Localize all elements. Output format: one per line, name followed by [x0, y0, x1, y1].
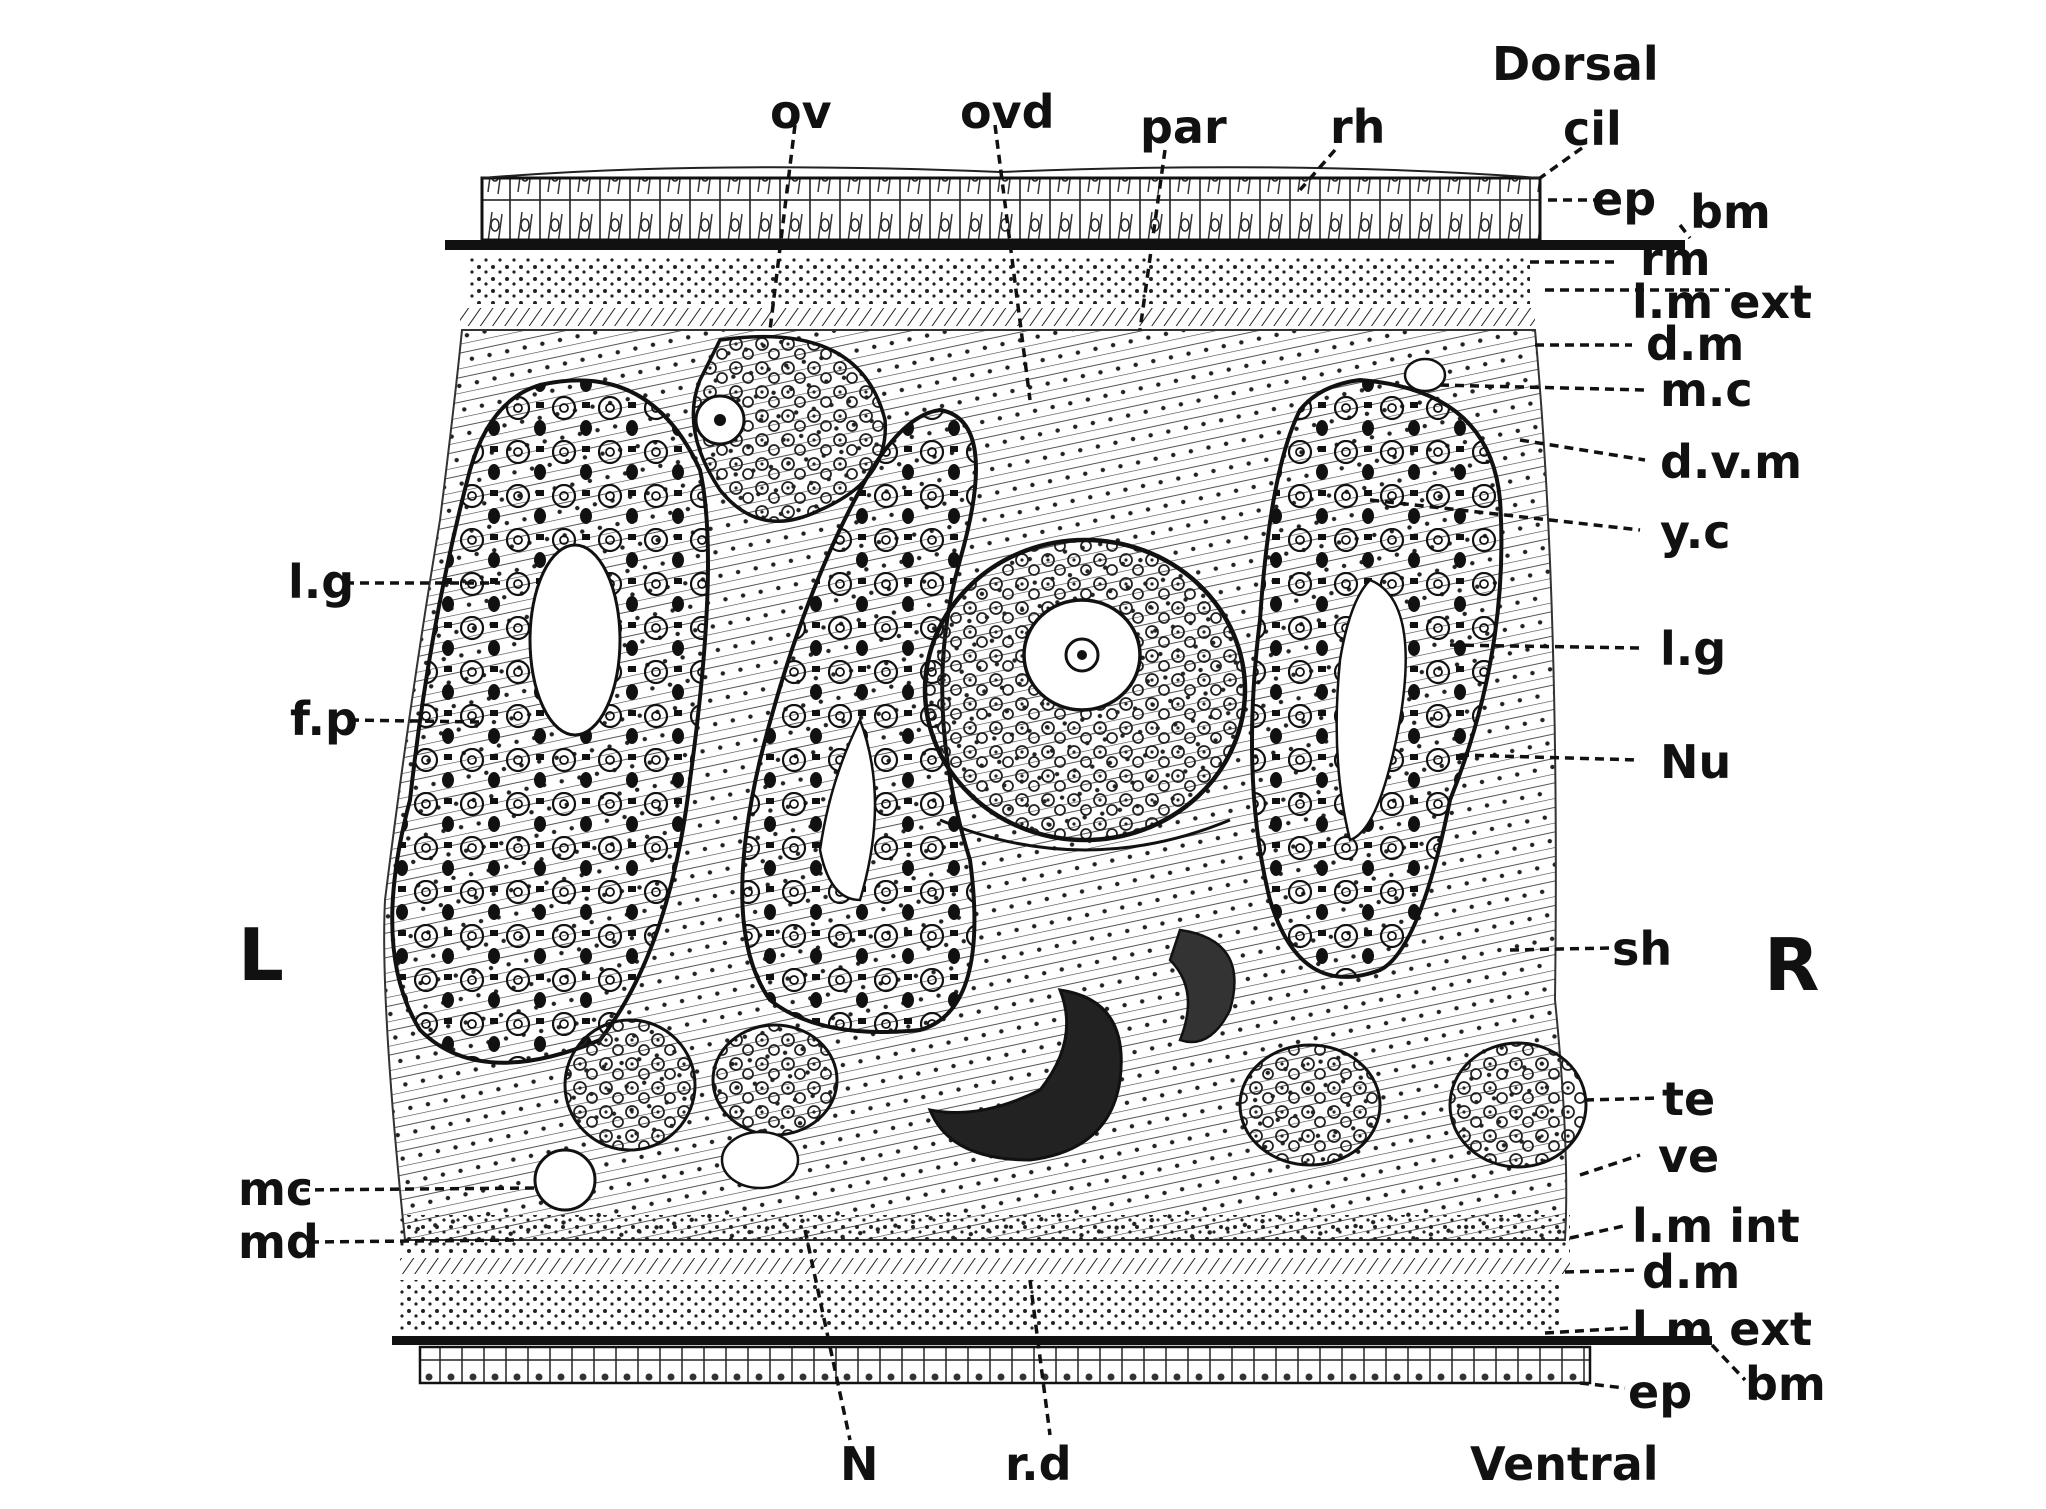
label-ep-bottom: ep	[1628, 1365, 1692, 1419]
label-te: te	[1662, 1072, 1715, 1126]
label-bm-bottom: bm	[1745, 1357, 1826, 1411]
label-dm-bottom: d.m	[1642, 1245, 1740, 1299]
left-yolk-gland-lumen	[530, 545, 620, 735]
right-testis-a	[1240, 1045, 1380, 1165]
center-testis	[713, 1025, 837, 1135]
ventral-internal-muscle-layer	[400, 1215, 1570, 1253]
label-md: md	[238, 1215, 319, 1269]
ovary-nucleolus	[714, 414, 726, 426]
label-nu: Nu	[1660, 735, 1731, 789]
label-ov: ov	[770, 85, 832, 139]
dorsal-external-muscle-layer	[470, 258, 1530, 304]
label-mc-right: m.c	[1660, 363, 1753, 417]
label-right: R	[1764, 923, 1819, 1007]
label-n: N	[840, 1437, 879, 1491]
label-ventral: Ventral	[1470, 1437, 1659, 1491]
ventral-basement-membrane	[392, 1336, 1712, 1345]
label-dvm: d.v.m	[1660, 435, 1802, 489]
label-left: L	[238, 913, 284, 997]
dorsal-diagonal-muscle-layer	[460, 308, 1535, 326]
label-fp: f.p	[290, 692, 358, 746]
label-cil: cil	[1563, 102, 1622, 156]
dorsal-epithelium	[482, 167, 1540, 240]
ventral-diagonal-muscle-layer	[400, 1258, 1570, 1274]
left-testis	[565, 1020, 695, 1150]
label-yc: y.c	[1660, 505, 1731, 559]
label-dorsal: Dorsal	[1492, 37, 1659, 91]
label-sh: sh	[1612, 922, 1672, 976]
label-rh: rh	[1330, 100, 1385, 154]
label-lg-right: l.g	[1660, 622, 1726, 676]
label-lg-left: l.g	[288, 555, 354, 609]
label-mc-left: mc	[238, 1162, 313, 1216]
label-par: par	[1140, 100, 1227, 154]
left-mucous-cell	[535, 1150, 595, 1210]
label-rd: r.d	[1005, 1437, 1072, 1491]
small-gland	[722, 1132, 798, 1188]
dorsal-basement-membrane	[445, 240, 1685, 250]
ventral-epithelium	[420, 1347, 1590, 1383]
label-ep-top: ep	[1592, 172, 1656, 226]
label-ovd: ovd	[960, 85, 1055, 139]
label-lm-ext-bottom: l.m ext	[1632, 1302, 1812, 1356]
ventral-external-muscle-layer	[400, 1280, 1560, 1332]
label-bm-top: bm	[1690, 185, 1771, 239]
right-testis-b	[1450, 1043, 1586, 1167]
label-ve: ve	[1658, 1129, 1719, 1183]
right-mucous-cell	[1405, 359, 1445, 391]
